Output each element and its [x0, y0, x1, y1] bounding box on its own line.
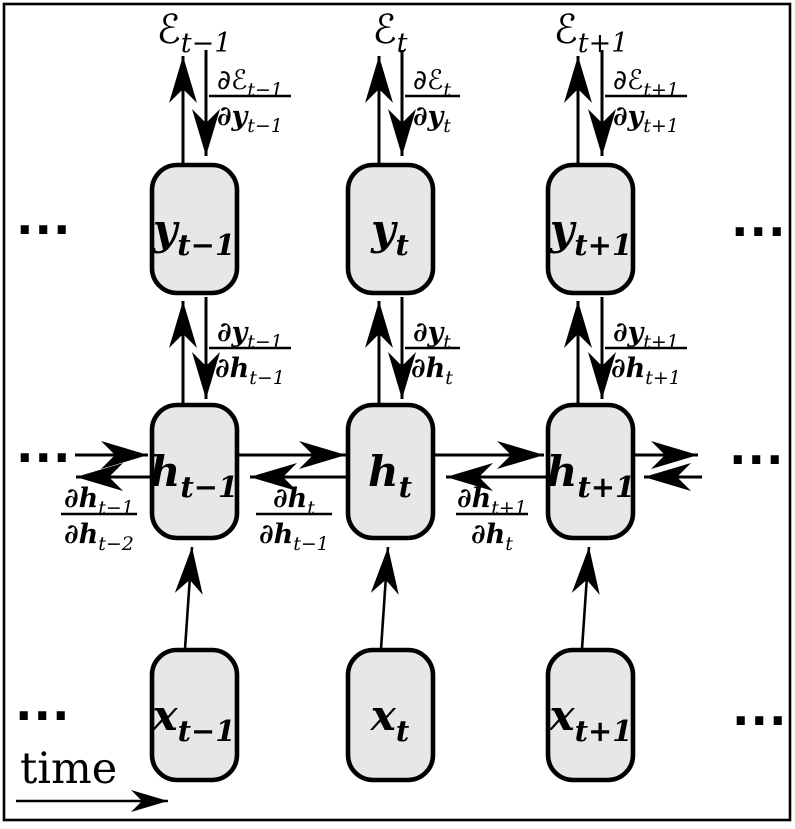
- time-axis-label: time: [20, 744, 117, 794]
- node-y-t-1-label: yt−1: [152, 205, 235, 262]
- gradient-dh-dh-t: ∂ht ∂ht−1: [256, 483, 332, 555]
- node-h-t+1: [545, 402, 636, 541]
- svg-text:∂ht: ∂ht: [471, 519, 513, 555]
- node-x-t-label: xt: [370, 691, 410, 748]
- gradient-dy-dh-t+1: ∂yt+1 ∂ht+1: [605, 317, 687, 389]
- arrow-x-to-h-t-1: [174, 546, 203, 650]
- svg-text:∂yt+1: ∂yt+1: [613, 101, 679, 137]
- node-y-t+1: [545, 162, 636, 296]
- gradient-dh-dh-t-1: ∂ht−1 ∂ht−2: [61, 483, 137, 555]
- arrow-x-to-h-t: [370, 546, 399, 650]
- svg-text:∂yt: ∂yt: [413, 317, 451, 353]
- node-h-t-1-label: ht−1: [150, 447, 238, 504]
- gradient-dE-dy-t-1: ∂ℰt−1 ∂yt−1: [209, 65, 291, 137]
- gradient-dE-dy-t: ∂ℰt ∂yt: [405, 65, 460, 137]
- node-x-t-1-label: xt−1: [152, 691, 236, 748]
- svg-text:∂ht: ∂ht: [273, 483, 315, 519]
- node-h-t: [345, 402, 436, 541]
- gradient-dy-dh-t-1: ∂yt−1 ∂ht−1: [209, 317, 291, 389]
- ellipsis-icon-left-y: ...: [16, 191, 71, 245]
- node-y-t+1-label: yt+1: [549, 205, 632, 262]
- node-x-t: [345, 647, 436, 783]
- node-y-t-label: yt: [370, 205, 409, 262]
- error-label-t+1: ℰt+1: [554, 7, 629, 59]
- ellipsis-icon-right-h: ...: [729, 421, 784, 475]
- svg-text:∂ht: ∂ht: [411, 353, 453, 389]
- error-label-t-1: ℰt−1: [157, 7, 232, 59]
- ellipsis-icon-left-x: ...: [15, 677, 70, 731]
- svg-text:∂yt−1: ∂yt−1: [217, 317, 283, 353]
- gradient-dE-dy-t+1: ∂ℰt+1 ∂yt+1: [605, 65, 687, 137]
- node-x-t+1: [545, 647, 636, 783]
- svg-text:∂yt: ∂yt: [413, 101, 451, 137]
- node-y-t: [345, 162, 436, 296]
- error-label-t: ℰt: [372, 7, 407, 59]
- node-y-t-1: [149, 162, 240, 296]
- node-x-t-1: [149, 647, 240, 783]
- ellipsis-icon-right-x: ...: [732, 682, 787, 736]
- node-x-t+1-label: xt+1: [549, 691, 633, 748]
- svg-text:∂ℰt: ∂ℰt: [413, 65, 451, 101]
- svg-text:∂ht−2: ∂ht−2: [64, 519, 134, 555]
- gradient-dy-dh-t: ∂yt ∂ht: [405, 317, 460, 389]
- gradient-dh-dh-t+1: ∂ht+1 ∂ht: [456, 483, 528, 555]
- svg-text:∂ht+1: ∂ht+1: [611, 353, 681, 389]
- ellipsis-icon-left-h: ...: [16, 419, 71, 473]
- node-h-t-label: ht: [368, 447, 413, 504]
- svg-text:∂ht−1: ∂ht−1: [259, 519, 329, 555]
- node-h-t-1: [149, 402, 240, 541]
- ellipsis-icon-right-y: ...: [731, 193, 786, 247]
- arrow-x-to-h-t+1: [571, 546, 600, 650]
- svg-text:∂ht−1: ∂ht−1: [215, 353, 285, 389]
- node-h-t+1-label: ht+1: [547, 447, 635, 504]
- svg-text:∂yt−1: ∂yt−1: [217, 101, 283, 137]
